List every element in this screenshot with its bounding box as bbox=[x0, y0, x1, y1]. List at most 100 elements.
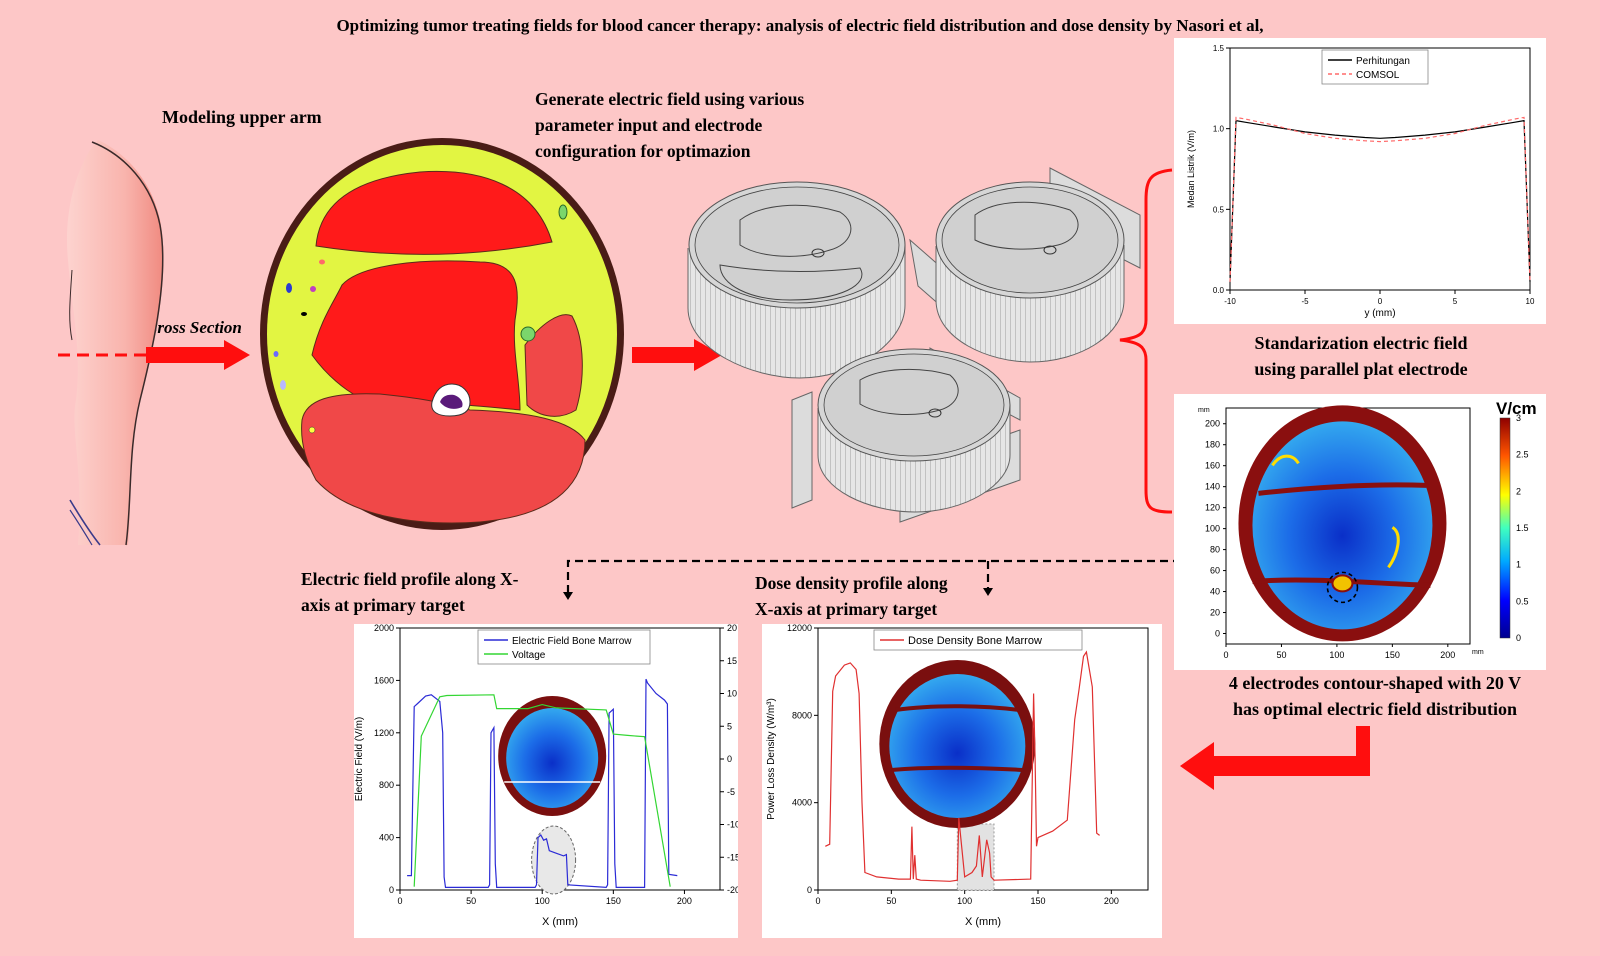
colorbar-tick-label: 1.5 bbox=[1516, 523, 1529, 533]
y2-tick-label: -15 bbox=[727, 852, 738, 862]
colorbar-unit-label: V/cm bbox=[1496, 399, 1537, 418]
generate-caption: Generate electric field using various pa… bbox=[535, 86, 804, 164]
ef-profile-caption: Electric field profile along X- axis at … bbox=[301, 566, 518, 618]
modeling-caption: Modeling upper arm bbox=[162, 107, 322, 127]
colorbar-tick-label: 0.5 bbox=[1516, 596, 1529, 606]
y-tick-label: 8000 bbox=[792, 710, 812, 720]
y-tick-label: 12000 bbox=[787, 624, 812, 633]
series-line bbox=[1229, 119, 1531, 282]
curly-brace bbox=[1119, 168, 1173, 514]
y-tick-label: 100 bbox=[1205, 524, 1220, 534]
y-tick-label: 160 bbox=[1205, 461, 1220, 471]
y-axis-label: Electric Field (V/m) bbox=[354, 717, 365, 801]
standardization-caption-line-1: Standarization electric field bbox=[1254, 333, 1468, 353]
x-tick-label: 100 bbox=[535, 896, 550, 906]
y2-tick-label: -20 bbox=[727, 885, 738, 895]
x-tick-label: 200 bbox=[677, 896, 692, 906]
arrow-to-3d-models bbox=[632, 339, 722, 371]
y2-tick-label: -10 bbox=[727, 820, 738, 830]
y-tick-label: 40 bbox=[1210, 587, 1220, 597]
x-axis-label: X (mm) bbox=[965, 916, 1001, 928]
ef-profile-caption-line-2: axis at primary target bbox=[301, 595, 465, 615]
legend-label: COMSOL bbox=[1356, 70, 1400, 81]
x-tick-label: 100 bbox=[957, 896, 972, 906]
y-tick-label: 0 bbox=[389, 885, 394, 895]
x-tick-label: 100 bbox=[1329, 650, 1344, 660]
colorbar-tick-label: 2 bbox=[1516, 486, 1521, 496]
x-tick-label: -10 bbox=[1224, 297, 1236, 306]
cross-section-label: Cross Section bbox=[146, 318, 242, 337]
y-tick-label: 1.0 bbox=[1213, 125, 1225, 134]
x-tick-label: 150 bbox=[1030, 896, 1045, 906]
x-tick-label: 10 bbox=[1526, 297, 1535, 306]
bone-marrow-target bbox=[1331, 574, 1354, 593]
legend-label: Electric Field Bone Marrow bbox=[512, 636, 632, 647]
arm-cross-section bbox=[260, 138, 624, 530]
optimal-caption-line-2: has optimal electric field distribution bbox=[1233, 699, 1517, 719]
colorbar-tick-label: 2.5 bbox=[1516, 450, 1529, 460]
x-axis-label: y (mm) bbox=[1364, 308, 1395, 319]
y-tick-label: 60 bbox=[1210, 566, 1220, 576]
zoom-highlight bbox=[531, 825, 577, 895]
generate-caption-line-1: Generate electric field using various bbox=[535, 89, 805, 109]
inset-field-interior bbox=[506, 708, 599, 808]
optimal-caption-line-1: 4 electrodes contour-shaped with 20 V bbox=[1228, 673, 1522, 693]
x-tick-label: -5 bbox=[1301, 297, 1309, 306]
generate-caption-line-3: configuration for optimazion bbox=[535, 141, 751, 161]
y-tick-label: 120 bbox=[1205, 503, 1220, 513]
y-tick-label: 80 bbox=[1210, 545, 1220, 555]
series-line bbox=[413, 694, 671, 887]
colorbar-tick-label: 3 bbox=[1516, 413, 1521, 423]
y-tick-label: 140 bbox=[1205, 482, 1220, 492]
series-line bbox=[407, 678, 678, 889]
y-tick-label: 20 bbox=[1210, 608, 1220, 618]
y-tick-label: 180 bbox=[1205, 440, 1220, 450]
y-axis-label: Medan Listrik (V/m) bbox=[1186, 130, 1196, 208]
y2-tick-label: 15 bbox=[727, 656, 737, 666]
dose-profile-caption-line-1: Dose density profile along bbox=[755, 573, 948, 593]
x-tick-label: 200 bbox=[1104, 896, 1119, 906]
electrode-model-1 bbox=[687, 181, 906, 379]
y-tick-label: 1200 bbox=[374, 728, 394, 738]
y2-tick-label: -5 bbox=[727, 787, 735, 797]
field-hotspot bbox=[1387, 526, 1400, 569]
dashed-connector bbox=[566, 559, 1350, 592]
target-circle bbox=[1326, 571, 1359, 604]
x-tick-label: 200 bbox=[1440, 650, 1455, 660]
field-hotspot bbox=[1271, 454, 1300, 467]
ef-profile-caption-line-1: Electric field profile along X- bbox=[301, 569, 519, 589]
inset-field-interior bbox=[889, 674, 1026, 818]
field-map-interior bbox=[1252, 421, 1433, 630]
y-tick-label: 2000 bbox=[374, 624, 394, 633]
generate-caption-line-2: parameter input and electrode bbox=[535, 115, 763, 135]
dose-profile-caption: Dose density profile along X-axis at pri… bbox=[755, 570, 948, 622]
x-tick-label: 150 bbox=[1385, 650, 1400, 660]
muscle-boundary bbox=[1258, 482, 1427, 496]
x-axis-label: X (mm) bbox=[542, 916, 578, 928]
y2-tick-label: 20 bbox=[727, 624, 737, 633]
x-tick-label: 0 bbox=[397, 896, 402, 906]
optimal-caption: 4 electrodes contour-shaped with 20 V ha… bbox=[1180, 670, 1570, 722]
dose-profile-caption-line-2: X-axis at primary target bbox=[755, 599, 938, 619]
x-tick-label: 50 bbox=[1276, 650, 1286, 660]
arm-silhouette bbox=[66, 140, 164, 546]
y2-tick-label: 0 bbox=[727, 754, 732, 764]
series-line bbox=[825, 650, 1100, 882]
inset-muscle-boundary bbox=[891, 765, 1024, 772]
series-line bbox=[1229, 116, 1531, 282]
return-arrow bbox=[1180, 726, 1370, 790]
x-tick-label: 5 bbox=[1453, 297, 1458, 306]
x-tick-label: 50 bbox=[466, 896, 476, 906]
y2-tick-label: 5 bbox=[727, 721, 732, 731]
legend-label: Voltage bbox=[512, 650, 546, 661]
figure-title: Optimizing tumor treating fields for blo… bbox=[336, 16, 1264, 35]
colorbar-tick-label: 1 bbox=[1516, 560, 1521, 570]
